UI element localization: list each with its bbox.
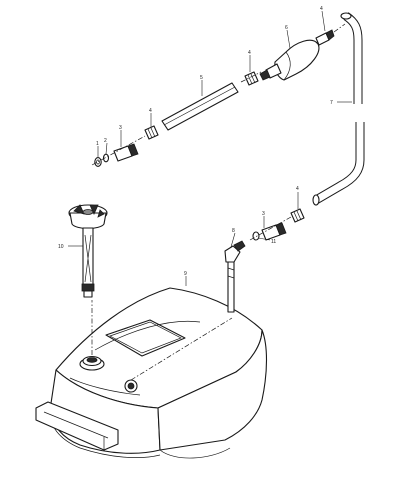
callout-10: 10 (58, 244, 64, 250)
callout-6: 6 (285, 25, 288, 31)
fuel-hose (312, 12, 365, 206)
centerline-fuel-pickup (130, 317, 233, 381)
primer-bulb (259, 23, 346, 81)
fuel-line-lower-fittings (249, 208, 305, 241)
callout-2: 2 (104, 138, 107, 144)
callout-3-upper: 3 (119, 125, 122, 131)
fuel-line-upper-fittings (91, 125, 159, 167)
callout-7: 7 (330, 100, 333, 106)
callout-8: 8 (232, 228, 235, 234)
callout-4-top: 4 (320, 6, 323, 12)
fuel-gauge-cap (68, 204, 108, 298)
callout-5: 5 (200, 75, 203, 81)
callout-labels: 1 2 3 4 5 4 6 4 7 4 3 11 8 9 10 (58, 6, 333, 277)
callout-leaders (68, 10, 352, 286)
callout-3-lower: 3 (262, 211, 265, 217)
callout-4-lower: 4 (296, 186, 299, 192)
callout-4-upper-left: 4 (149, 108, 152, 114)
fuel-line-upper (161, 82, 239, 131)
fuel-pickup-tube (224, 240, 246, 313)
callout-11: 11 (271, 239, 276, 245)
clamp-upper-right (240, 71, 262, 86)
callout-1: 1 (96, 141, 99, 147)
fuel-tank (35, 287, 267, 459)
callout-9: 9 (184, 271, 187, 277)
callout-4-upper-right: 4 (248, 50, 251, 56)
